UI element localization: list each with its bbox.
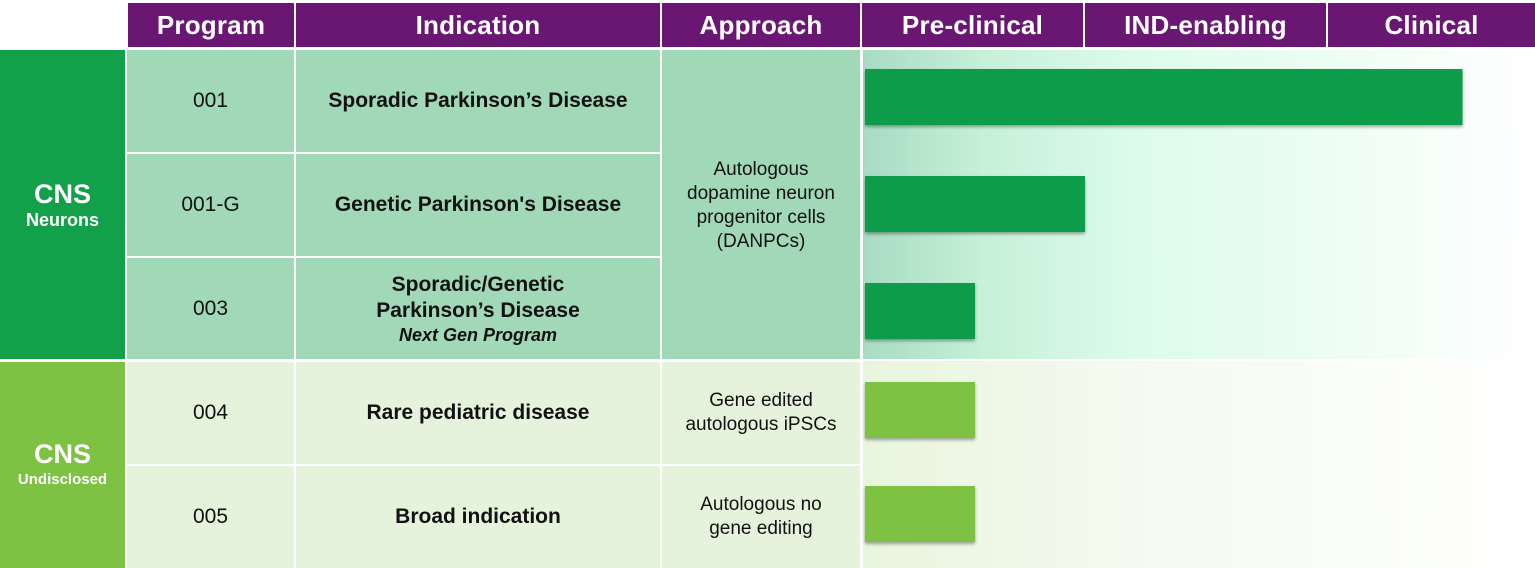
neurons-table-bg bbox=[127, 50, 862, 360]
indication-cell: Genetic Parkinson's Disease bbox=[296, 154, 660, 256]
program-id: 004 bbox=[192, 401, 229, 424]
progress-bar-004 bbox=[865, 382, 975, 438]
indication-text: Broad indication bbox=[395, 505, 561, 528]
header-indication-label: Indication bbox=[415, 9, 541, 40]
approach-line: (DANPCs) bbox=[716, 230, 806, 252]
approach-cell-neurons: Autologous dopamine neuron progenitor ce… bbox=[662, 50, 860, 359]
progress-bar-005 bbox=[865, 486, 975, 542]
approach-line: autologous iPSCs bbox=[685, 414, 837, 435]
divider bbox=[127, 464, 862, 466]
indication-cell: Sporadic Parkinson’s Disease bbox=[296, 50, 660, 152]
header-preclinical-label: Pre-clinical bbox=[901, 9, 1044, 40]
header-preclinical: Pre-clinical bbox=[862, 3, 1083, 47]
group-cns-undisclosed: CNS Undisclosed bbox=[0, 361, 125, 568]
header-approach: Approach bbox=[662, 3, 860, 47]
pipeline-chart bbox=[863, 50, 1535, 568]
program-cell: 003 bbox=[127, 258, 294, 359]
indication-text: Genetic Parkinson's Disease bbox=[334, 193, 622, 216]
approach-line: dopamine neuron bbox=[687, 182, 835, 204]
group-neurons-title: CNS bbox=[33, 178, 91, 209]
program-cell: 001 bbox=[127, 50, 294, 152]
header-approach-label: Approach bbox=[699, 9, 823, 40]
indication-text-line2: Parkinson’s Disease bbox=[376, 298, 580, 322]
header-program-label: Program bbox=[156, 9, 266, 40]
program-cell: 001-G bbox=[127, 154, 294, 256]
progress-bar-001-G bbox=[865, 176, 1085, 232]
divider bbox=[127, 152, 660, 154]
indication-cell: Rare pediatric disease bbox=[296, 362, 660, 464]
indication-text: Sporadic Parkinson’s Disease bbox=[328, 89, 628, 112]
program-id: 003 bbox=[192, 296, 229, 320]
divider bbox=[0, 359, 862, 362]
approach-line: progenitor cells bbox=[696, 206, 826, 228]
approach-line: Autologous no bbox=[700, 494, 822, 515]
indication-cell: Broad indication bbox=[296, 466, 660, 568]
indication-text: Rare pediatric disease bbox=[366, 401, 590, 424]
indication-text-line1: Sporadic/Genetic bbox=[391, 272, 565, 296]
approach-line: Autologous bbox=[713, 158, 809, 180]
header-clinical: Clinical bbox=[1328, 3, 1535, 47]
indication-note: Next Gen Program bbox=[398, 324, 558, 345]
indication-cell: Sporadic/Genetic Parkinson’s Disease Nex… bbox=[296, 258, 660, 359]
program-id: 001 bbox=[192, 89, 229, 112]
program-cell: 005 bbox=[127, 466, 294, 568]
program-cell: 004 bbox=[127, 362, 294, 464]
approach-cell-005: Autologous no gene editing bbox=[662, 466, 860, 568]
group-neurons-subtitle: Neurons bbox=[25, 209, 99, 230]
divider bbox=[294, 50, 296, 568]
group-cns-neurons: CNS Neurons bbox=[0, 50, 125, 359]
approach-line: gene editing bbox=[709, 518, 813, 539]
header-clinical-label: Clinical bbox=[1384, 9, 1479, 40]
approach-line: Gene edited bbox=[709, 390, 813, 411]
progress-bar-003 bbox=[865, 283, 975, 339]
header-ind-enabling: IND-enabling bbox=[1085, 3, 1326, 47]
group-undisclosed-title: CNS bbox=[33, 438, 91, 469]
header-ind-enabling-label: IND-enabling bbox=[1124, 9, 1287, 40]
divider bbox=[660, 50, 662, 568]
group-undisclosed-subtitle: Undisclosed bbox=[17, 470, 108, 488]
program-id: 001-G bbox=[181, 193, 240, 216]
divider bbox=[127, 256, 660, 258]
divider bbox=[125, 50, 127, 568]
divider bbox=[860, 50, 862, 568]
program-id: 005 bbox=[192, 505, 229, 528]
approach-cell-004: Gene edited autologous iPSCs bbox=[662, 362, 860, 464]
pipeline-bars bbox=[863, 50, 1535, 568]
progress-bar-001 bbox=[865, 69, 1463, 125]
header-indication: Indication bbox=[296, 3, 660, 47]
header-program: Program bbox=[128, 3, 294, 47]
